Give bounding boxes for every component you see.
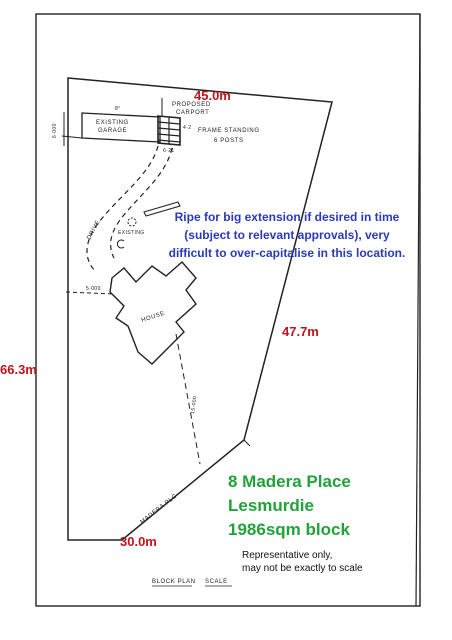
front-setback-line — [175, 333, 201, 465]
posts-label: 6 POSTS — [214, 138, 244, 144]
disclaimer-line-2: may not be exactly to scale — [242, 563, 363, 574]
existing-tree-label: EXISTING — [118, 230, 145, 236]
bottom-dimension-label: 30.0m — [120, 534, 157, 549]
house-setback-line — [65, 291, 115, 295]
address-suburb: Lesmurdie — [228, 496, 314, 515]
top-dimension-label: 45.0m — [194, 88, 231, 103]
carport-depth-label: 6·21 — [163, 148, 175, 154]
tree-symbol — [116, 239, 125, 249]
garage-setback-label: 6·000 — [52, 123, 58, 138]
right-dimension-label: 47.7m — [282, 324, 319, 339]
existing-garage-label-2: GARAGE — [98, 128, 127, 134]
block-plan-title: BLOCK PLAN — [152, 579, 196, 585]
drive-label: DRIVE — [86, 219, 101, 241]
existing-garage-label-1: EXISTING — [96, 120, 129, 126]
garage-width-label: 8° — [115, 106, 121, 112]
sheet-border-right-edge — [415, 13, 421, 607]
right-boundary-extension — [243, 439, 251, 447]
garage-setback-line — [61, 135, 83, 139]
garden-shed — [143, 201, 181, 217]
scale-label: SCALE — [205, 579, 228, 585]
left-dimension-label: 66.3m — [0, 362, 37, 377]
address-street: 8 Madera Place — [228, 472, 351, 491]
carport-width-label: 4·2 — [183, 125, 191, 131]
existing-tree-icon — [127, 217, 137, 227]
proposed-carport-label-1: PROPOSED — [172, 102, 211, 108]
street-label: MADERA PLC — [140, 493, 179, 525]
house-footprint — [109, 261, 197, 365]
front-setback-label: 15·000 — [190, 396, 198, 415]
proposed-carport-label-2: CARPORT — [176, 110, 209, 116]
house-setback-label: 5·000 — [86, 286, 101, 292]
frame-standing-label: FRAME STANDING — [198, 128, 260, 134]
sheet-border — [35, 13, 421, 607]
address-block: 8 Madera Place Lesmurdie 1986sqm block — [228, 470, 351, 542]
driveway-edge-outer — [86, 145, 159, 273]
driveway-edge-inner — [110, 147, 173, 259]
disclaimer-line-1: Representative only, — [242, 550, 333, 561]
house-label: HOUSE — [141, 311, 166, 324]
existing-garage — [81, 112, 161, 143]
extension-note: Ripe for big extension if desired in tim… — [168, 210, 406, 260]
scale-disclaimer: Representative only, may not be exactly … — [242, 549, 363, 575]
lot-boundary — [67, 77, 333, 541]
block-size: 1986sqm block — [228, 520, 350, 539]
